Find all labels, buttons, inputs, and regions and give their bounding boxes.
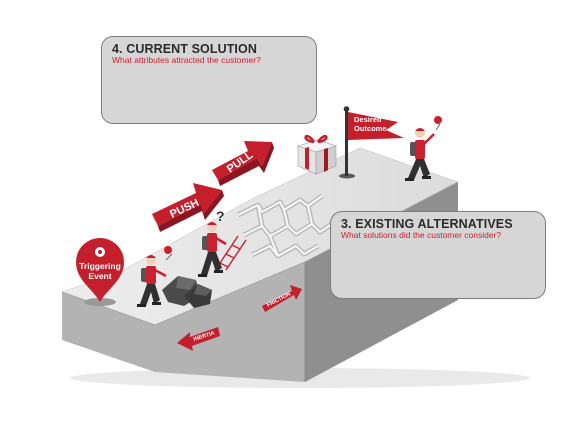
triggering-event-pin: Triggering Event — [76, 238, 124, 306]
existing-alternatives-prompt: What solutions did the customer consider… — [341, 230, 502, 240]
desired-outcome-flag: Desired Outcome — [339, 106, 404, 179]
hill-front-face — [62, 262, 305, 382]
triggering-event-line-2: Event — [88, 271, 111, 281]
gift-box-icon — [297, 134, 337, 175]
hiker-figure-2: ? — [198, 208, 247, 277]
desired-outcome-line-1: Desired — [354, 115, 382, 124]
lightbulb-icon — [164, 246, 172, 254]
hiker-figure-1 — [137, 246, 173, 307]
question-mark-icon: ? — [216, 208, 225, 224]
push-arrow: PUSH — [152, 183, 224, 232]
desired-outcome-line-2: Outcome — [354, 124, 387, 133]
current-solution-prompt: What attributes attracted the customer? — [112, 55, 261, 65]
rocks-obstacle — [162, 276, 212, 308]
existing-alternatives-callout[interactable]: 3. EXISTING ALTERNATIVES What solutions … — [330, 211, 546, 299]
pull-arrow: PULL — [212, 141, 274, 186]
triggering-event-line-1: Triggering — [79, 261, 121, 271]
existing-alternatives-title: 3. EXISTING ALTERNATIVES — [341, 217, 513, 231]
current-solution-title: 4. CURRENT SOLUTION — [112, 42, 257, 56]
hiker-figure-3 — [405, 116, 442, 181]
current-solution-callout[interactable]: 4. CURRENT SOLUTION What attributes attr… — [101, 36, 317, 124]
lightbulb-icon — [434, 116, 442, 124]
